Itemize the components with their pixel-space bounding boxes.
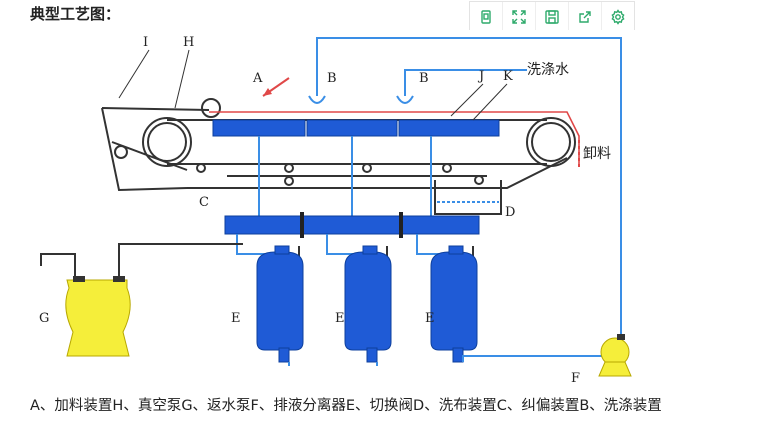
share-button[interactable]	[569, 2, 602, 32]
vacuum-line	[118, 243, 243, 278]
label-D: D	[505, 205, 515, 220]
label-J: J	[477, 69, 484, 84]
save-button[interactable]	[536, 2, 569, 32]
label-discharge: 卸料	[583, 146, 611, 162]
label-G: G	[39, 311, 49, 326]
label-wash-water: 洗涤水	[527, 62, 569, 78]
label-C: C	[199, 195, 209, 210]
label-I: I	[143, 35, 148, 50]
fullscreen-button[interactable]	[503, 2, 536, 32]
drain-pipe	[288, 355, 617, 366]
label-K: K	[503, 69, 513, 84]
belt-frame	[101, 98, 576, 215]
figure-caption: A、加料装置H、真空泵G、返水泵F、排液分离器E、切换阀D、洗布装置C、纠偏装置…	[30, 398, 662, 414]
copy-button[interactable]	[470, 2, 503, 32]
wash-nozzles	[308, 95, 414, 104]
wash-water-pipe	[316, 37, 622, 334]
vacuum-boxes	[212, 119, 500, 137]
vacuum-pump	[40, 253, 131, 357]
leader-lines-IH	[118, 49, 190, 109]
feed-arrow	[262, 77, 290, 97]
label-E3: E	[425, 311, 435, 326]
image-toolbar	[469, 1, 635, 33]
label-A: A	[252, 71, 263, 86]
label-B2: B	[419, 71, 429, 86]
page-title: 典型工艺图：	[30, 5, 121, 23]
manifold-valves	[300, 212, 403, 238]
leader-lines-JK	[450, 83, 508, 121]
filter-cloth-line	[209, 111, 580, 164]
settings-icon	[611, 9, 625, 25]
fullscreen-icon	[512, 10, 526, 24]
process-diagram: I H A B B J K 洗涤水 卸料 C D G E E E F	[27, 30, 635, 386]
label-E1: E	[231, 311, 241, 326]
vacuum-pipes	[258, 136, 432, 216]
separators	[256, 245, 478, 363]
label-F: F	[571, 371, 580, 384]
separator-feed-pipes	[236, 234, 451, 255]
label-H: H	[183, 35, 194, 50]
process-diagram-svg: I H A B B J K 洗涤水 卸料 C D G E E E F	[39, 35, 632, 386]
return-pump	[598, 334, 632, 377]
share-icon	[579, 11, 591, 23]
switching-manifold	[224, 215, 480, 235]
save-icon	[545, 10, 559, 24]
copy-icon	[481, 10, 491, 24]
label-B1: B	[327, 71, 337, 86]
settings-button[interactable]	[602, 2, 634, 32]
label-E2: E	[335, 311, 345, 326]
